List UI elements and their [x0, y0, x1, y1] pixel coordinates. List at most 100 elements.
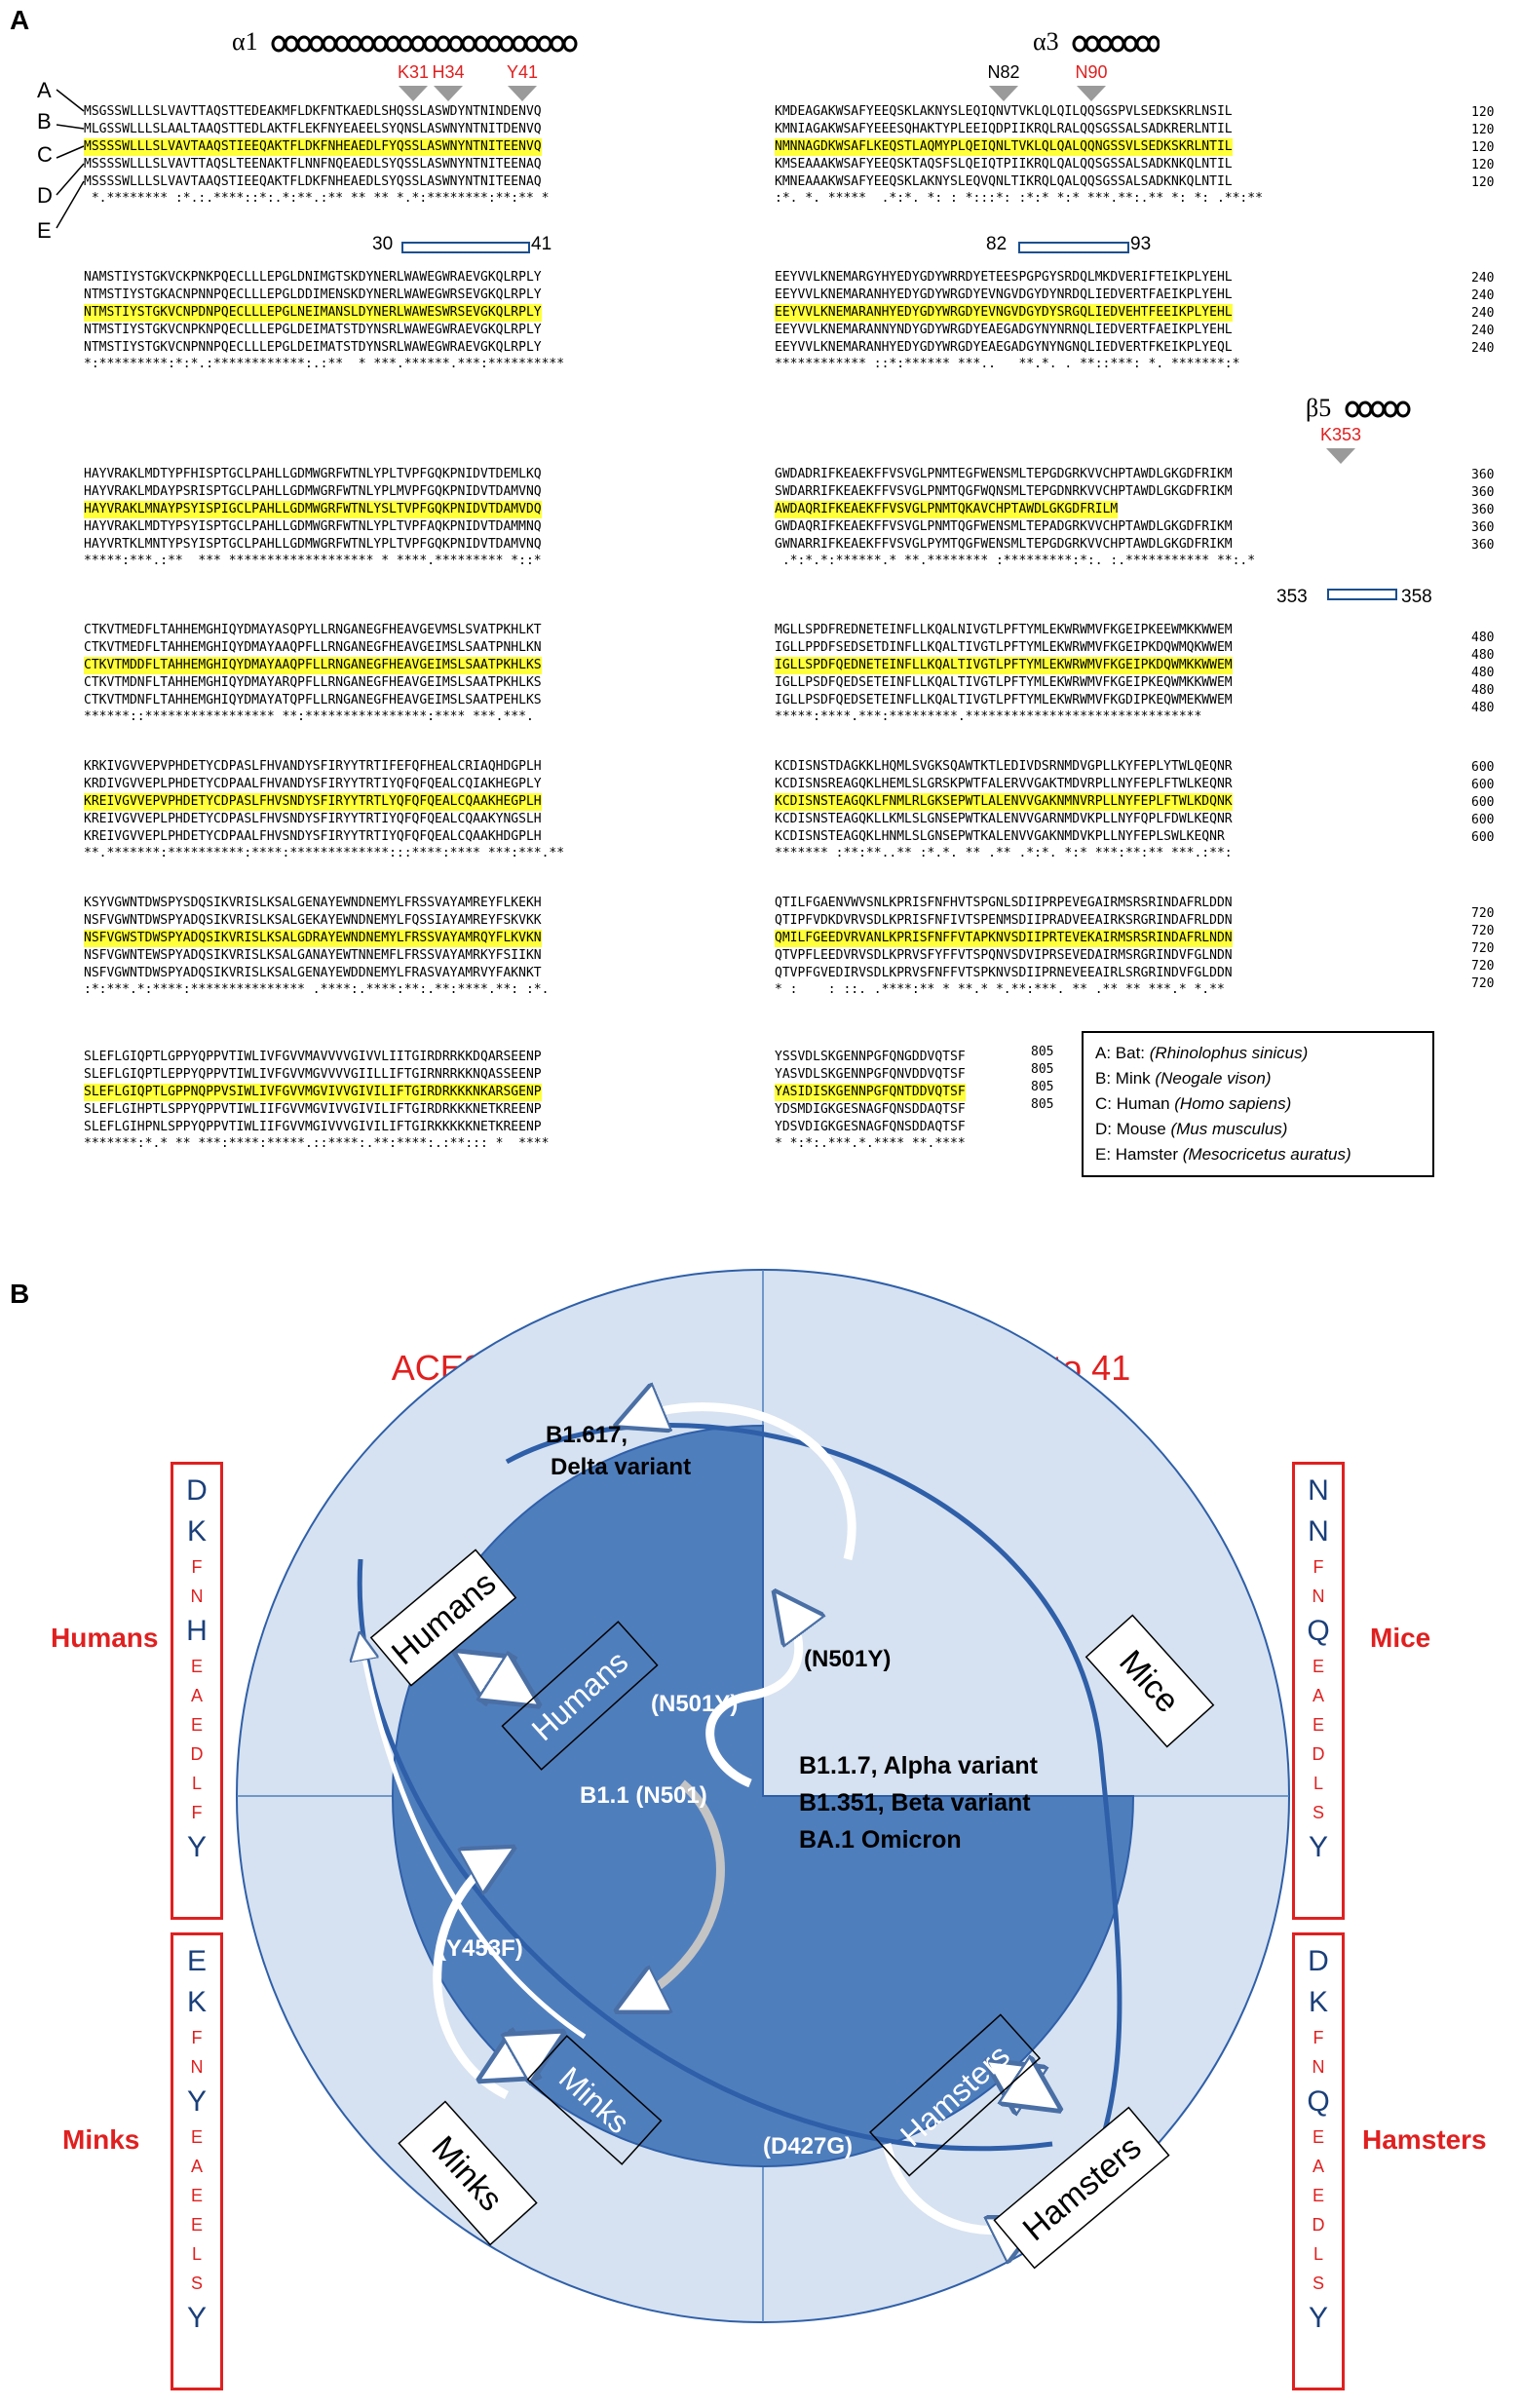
label-delta-2: Delta variant	[551, 1454, 691, 1480]
pos-b4-r5: 480	[1471, 701, 1495, 715]
seq-left-b4-r5: CTKVTMDNFLTAHHEMGHIQYDMAYATQPFLLRNGANEGF…	[84, 693, 542, 707]
seq-left-b1-r2: MLGSSWLLLSLAALTAAQSTTEDLAKTFLEKFNYEAEELS…	[84, 122, 542, 136]
cons-left-b2: *:*********:*:*.:************:.:** * ***…	[84, 357, 565, 371]
pos-b4-r2: 480	[1471, 648, 1495, 663]
strand-beta5-label: β5	[1306, 394, 1332, 422]
pos-b4-r3: 480	[1471, 666, 1495, 680]
seq-left-b3-r3: HAYVRAKLMNAYPSYISPIGCLPAHLLGDMWGRFWTNLYS…	[84, 501, 542, 518]
pos-b5-r3: 600	[1471, 795, 1495, 810]
cons-left-b6: :*:***.*:****:*************** .****:.***…	[84, 982, 550, 997]
pos-b6-r3: 720	[1471, 941, 1495, 956]
seq-right-b1-r1: KMDEAGAKWSAFYEEQSKLAKNYSLEQIQNVTVKLQLQIL…	[775, 104, 1233, 119]
row-label-pointers	[56, 89, 85, 229]
species-label-mice: Mice	[1370, 1623, 1431, 1653]
helix-alpha1-label: α1	[232, 27, 258, 56]
seq-left-b3-r5: HAYVRTKLMNTYPSYISPTGCLPAHLLGDMWGRFWTNLYP…	[84, 537, 542, 552]
seq-right-b5-r4: KCDISNSTEAGQKLLKMLSLGNSEPWTKALENVVGARNMD…	[775, 812, 1233, 826]
seq-right-b2-r4: EEYVVLKNEMARANNYNDYGDYWRGDYEAEGADGYNYNRN…	[775, 323, 1233, 337]
seq-left-b4-r2: CTKVTMEDFLTAHHEMGHIQYDMAYAAQPFLLRNGANEGF…	[84, 640, 542, 655]
marker-h34: H34	[432, 62, 465, 82]
arrow-delta-curve	[624, 1407, 856, 1561]
pos-b5-r5: 600	[1471, 830, 1495, 845]
seq-right-b4-r4: IGLLPSDFQEDSETEINFLLKQALTIVGTLPFTYMLEKWR…	[775, 675, 1233, 690]
pos-b6-r2: 720	[1471, 924, 1495, 938]
seq-right-b4-r1: MGLLSPDFREDNETEINFLLKQALNIVGTLPFTYMLEKWR…	[775, 623, 1233, 637]
seq-left-b2-r1: NAMSTIYSTGKVCKPNKPQECLLLEPGLDNIMGTSKDYNE…	[84, 270, 542, 285]
seq-right-b3-r3: AWDAQRIFKEAEKFFVSVGLPNMTQKAVCHPTAWDLGKGD…	[775, 501, 1119, 518]
seq-right-b1-r5: KMNEAAAKWSAFYEEQSKLAKNYSLEQVQNLTIKRQLQAL…	[775, 174, 1233, 189]
marker-k31: K31	[397, 62, 430, 82]
pos-b5-r1: 600	[1471, 760, 1495, 775]
seq-left-b4-r3: CTKVTMDDFLTAHHEMGHIQYDMAYAAQPFLLRNGANEGF…	[84, 657, 542, 674]
seq-left-b2-r4: NTMSTIYSTGKVCNPKNPQECLLLEPGLDEIMATSTDYNS…	[84, 323, 542, 337]
seq-right-b6-r3: QMILFGEEDVRVANLKPRISFNFFVTAPKNVSDIIPRTEV…	[775, 930, 1233, 947]
label-omicron: BA.1 Omicron	[799, 1826, 962, 1854]
helix-alpha3-coil	[1072, 35, 1160, 53]
seq-left-b1-r5: MSSSSWLLLSLVAVTAAQSTIEEQAKTFLDKFNHEAEDLS…	[84, 174, 542, 189]
pos-b1-r2: 120	[1471, 123, 1495, 137]
seq-right-b6-r1: QTILFGAENVWVSNLKPRISFNFHVTSPGNLSDIIPRPEV…	[775, 896, 1233, 910]
seq-left-b5-r2: KRDIVGVVEPLPHDETYCDPAALFHVANDYSFIRYYTRTI…	[84, 777, 542, 791]
seq-right-b7-r1: YSSVDLSKGENNPGFQNGDDVQTSF	[775, 1050, 966, 1064]
seq-right-b5-r2: KCDISNSREAGQKLHEMLSLGRSKPWTFALERVVGAKTMD…	[775, 777, 1233, 791]
label-d427g: (D427G)	[763, 2133, 853, 2160]
legend-item-hamster: E: Hamster (Mesocricetus auratus)	[1095, 1145, 1351, 1164]
seq-left-b5-r3: KREIVGVVEPVPHDETYCDPASLFHVSNDYSFIRYYTRTL…	[84, 793, 542, 811]
seq-left-b1-r1: MSGSSWLLLSLVAVTTAQSTTEDEAKMFLDKFNTKAEDLS…	[84, 104, 542, 119]
label-n501y-inner: (N501Y)	[651, 1691, 738, 1717]
range-82-label: 82	[986, 234, 1008, 254]
legend-item-human: C: Human (Homo sapiens)	[1095, 1094, 1292, 1113]
seq-right-b3-r2: SWDARRIFKEAEKFFVSVGLPNMTQGFWQNSMLTEPGDNR…	[775, 484, 1233, 499]
marker-triangles	[399, 86, 1355, 464]
seq-left-b1-r3: MSSSSWLLLSLVAVTAAQSTIEEQAKTFLDKFNHEAEDLF…	[84, 138, 542, 156]
label-beta: B1.351, Beta variant	[799, 1789, 1031, 1816]
seq-left-b4-r4: CTKVTMDNFLTAHHEMGHIQYDMAYARQPFLLRNGANEGF…	[84, 675, 542, 690]
seq-right-b2-r2: EEYVVLKNEMARANHYEDYGDYWRGDYEVNGVDGYDYNRD…	[775, 287, 1233, 302]
pos-b7-r3: 805	[1031, 1080, 1054, 1094]
cons-left-b1: *.******** :*.:.****::*:.*:**.:** ** ** …	[84, 191, 550, 206]
pos-b4-r1: 480	[1471, 631, 1495, 645]
species-label-humans: Humans	[51, 1623, 159, 1653]
label-b11: B1.1 (N501)	[580, 1782, 707, 1809]
seq-right-b4-r2: IGLLPPDFSEDSETDINFLLKQALTIVGTLPFTYMLEKWR…	[775, 640, 1233, 655]
seq-right-b2-r5: EEYVVLKNEMARANHYEDYGDYWRGDYEAEGADGYNYNGN…	[775, 340, 1233, 355]
seq-right-b7-r5: YDSVDIGKGESNAGFQNSDDAQTSF	[775, 1120, 966, 1134]
helix-alpha3-label: α3	[1033, 27, 1059, 56]
seq-left-b3-r2: HAYVRAKLMDAYPSRISPTGCLPAHLLGDMWGRFWTNLYP…	[84, 484, 542, 499]
seq-right-b1-r3: NMNNAGDKWSAFLKEQSTLAQMYPLQEIQNLTVKLQLQAL…	[775, 138, 1233, 156]
range-30-label: 30	[372, 234, 394, 254]
residue-ladder-hamsters: D K F N Q E A E D L S Y	[1292, 1932, 1345, 2390]
label-delta-1: B1.617,	[546, 1422, 628, 1448]
cons-right-b5: ******* :**:**..** :*.*. ** .** .*:*. *:…	[775, 846, 1233, 860]
pos-b3-r3: 360	[1471, 503, 1495, 517]
seq-left-b6-r5: NSFVGWNTDWSPYADQSIKVRISLKSALGENAYEWDDNEM…	[84, 966, 542, 980]
seq-right-b3-r5: GWNARRIFKEAEKFFVSVGLPYMTQGFWENSMLTEPGDGR…	[775, 537, 1233, 552]
double-arrow-humans	[463, 1657, 531, 1701]
seq-left-b7-r4: SLEFLGIHPTLSPPYQPPVTIWLIIFGVVMGVIVVGIVIL…	[84, 1102, 542, 1117]
seq-left-b5-r1: KRKIVGVVEPVPHDETYCDPASLFHVANDYSFIRYYTRTI…	[84, 759, 542, 774]
seq-left-b7-r3: SLEFLGIQPTLGPPNQPPVSIWLIVFGVVMGVIVVGIVIL…	[84, 1084, 542, 1101]
range-358-label: 358	[1401, 587, 1432, 607]
seq-left-b1-r4: MSSSSWLLLSLVAVTTAQSLTEENAKTFLNNFNQEAEDLS…	[84, 157, 542, 172]
double-arrow-minks	[487, 2037, 555, 2076]
seq-left-b2-r5: NTMSTIYSTGKVCNPNNPQECLLLEPGLDEIMATSTDYNS…	[84, 340, 542, 355]
cons-left-b4: ******::***************** **:***********…	[84, 709, 534, 724]
pos-b1-r5: 120	[1471, 175, 1495, 190]
cons-right-b1: :*. *. ***** .*:*. *: : *:::*: :*:* *:* …	[775, 191, 1263, 206]
seq-right-b7-r2: YASVDLSKGENNPGFQNVDDVQTSF	[775, 1067, 966, 1082]
arrow-b11-to-minks-curve	[624, 1779, 725, 2007]
double-arrow-hamsters	[994, 2066, 1052, 2105]
seq-left-b7-r2: SLEFLGIQPTLEPPYQPPVTIWLIVFGVVMGVVVVGIILL…	[84, 1067, 542, 1082]
pos-b3-r4: 360	[1471, 520, 1495, 535]
pos-b2-r2: 240	[1471, 288, 1495, 303]
residue-ladder-mice: N N F N Q E A E D L S Y	[1292, 1462, 1345, 1920]
marker-n90: N90	[1075, 62, 1108, 82]
marker-k353: K353	[1319, 425, 1362, 444]
residue-ladder-humans: D K F N H E A E D L F Y	[171, 1462, 223, 1920]
helix-alpha1-coil	[271, 35, 578, 53]
pos-b7-r4: 805	[1031, 1097, 1054, 1112]
pos-b2-r4: 240	[1471, 324, 1495, 338]
seq-left-b7-r1: SLEFLGIQPTLGPPYQPPVTIWLIVFGVVMAVVVVGIVVL…	[84, 1050, 542, 1064]
marker-n82: N82	[987, 62, 1020, 82]
seq-right-b2-r1: EEYVVLKNEMARGYHYEDYGDYWRRDYETEESPGPGYSRD…	[775, 270, 1233, 285]
